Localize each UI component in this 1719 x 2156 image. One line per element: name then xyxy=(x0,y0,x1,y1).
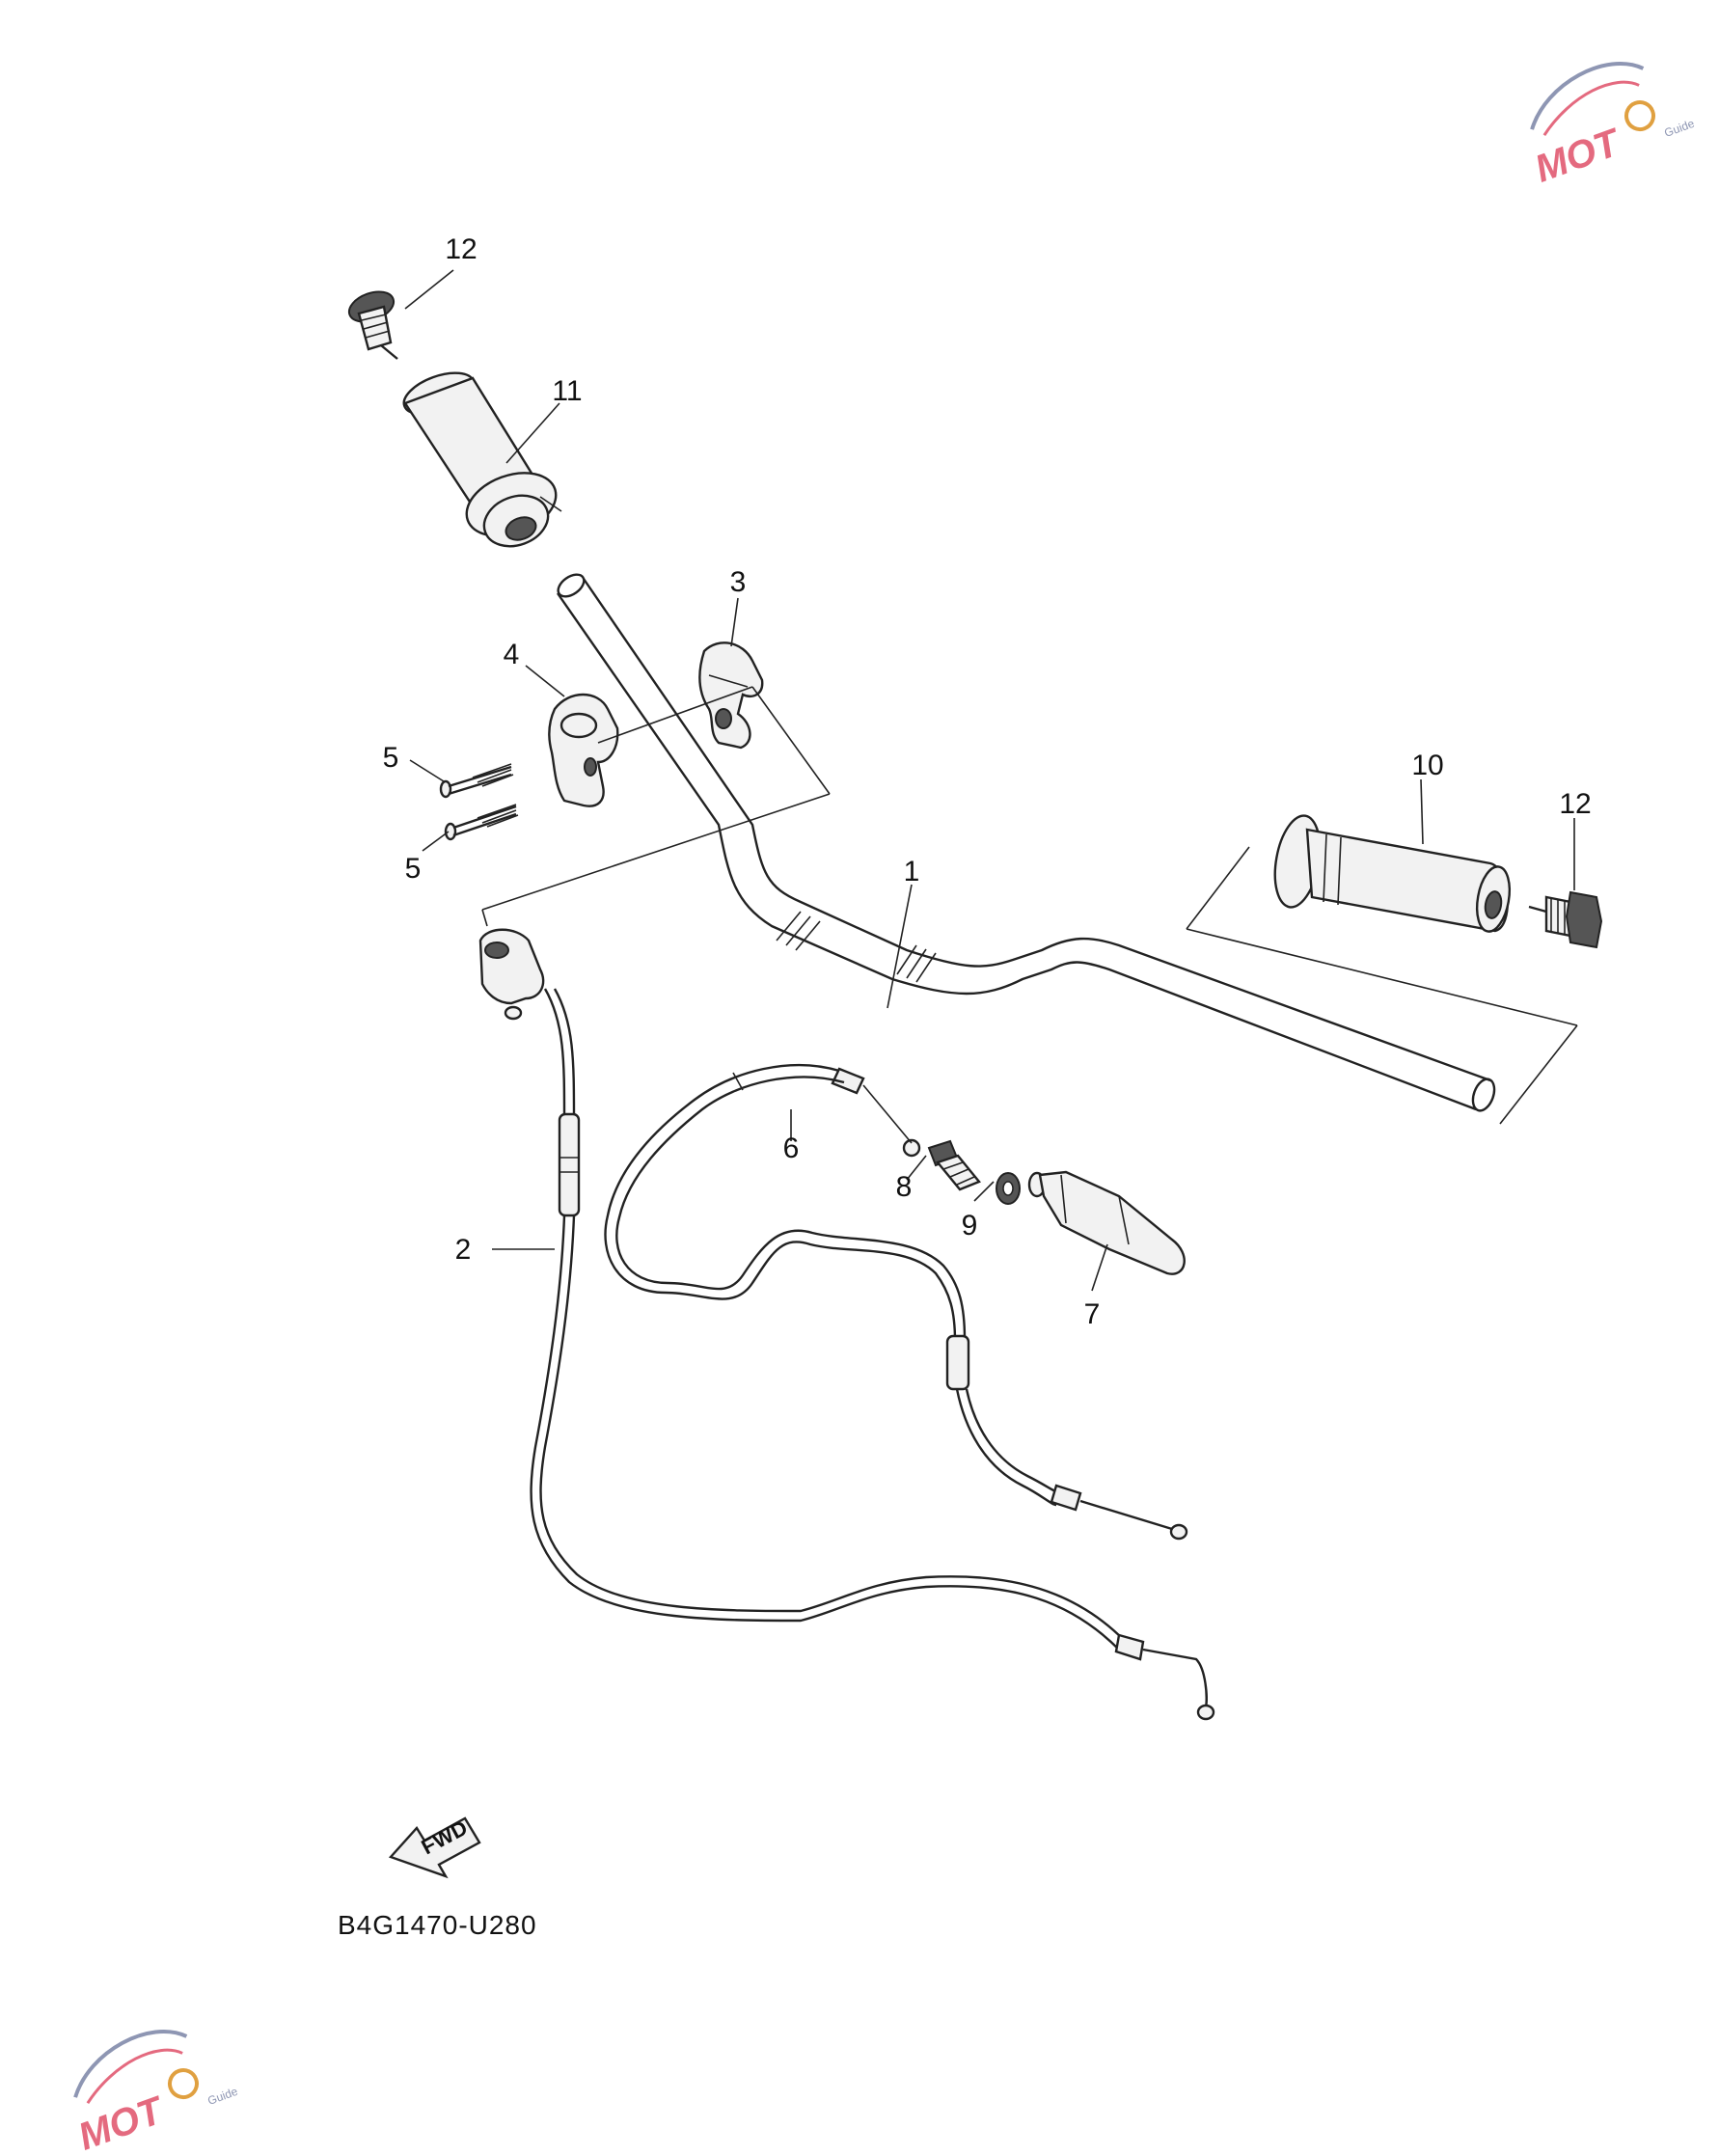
watermark-text: MOT xyxy=(73,2088,172,2156)
callout-leaders xyxy=(404,269,1575,1292)
callout-11: 11 xyxy=(552,375,582,407)
callout-6: 6 xyxy=(783,1133,800,1164)
watermark-text: MOT xyxy=(1530,121,1628,191)
callout-12-right: 12 xyxy=(1559,788,1591,820)
part-10-left-grip xyxy=(1273,814,1512,933)
part-9-nut xyxy=(996,1172,1021,1205)
part-7-lever xyxy=(1027,1170,1186,1275)
watermark-top-right: MOT Guide xyxy=(1530,62,1697,191)
callout-5-lower: 5 xyxy=(405,853,422,885)
callout-3: 3 xyxy=(730,566,747,598)
callout-8: 8 xyxy=(896,1171,913,1203)
gear-icon xyxy=(167,2068,199,2100)
gear-icon xyxy=(1624,100,1655,132)
part-11-throttle-grip xyxy=(402,371,562,548)
part-1-handlebar xyxy=(557,573,1496,1112)
callout-4: 4 xyxy=(504,639,520,670)
part-8-bolt xyxy=(927,1139,981,1191)
part-2-throttle-cable xyxy=(478,928,1215,1721)
callout-5-upper: 5 xyxy=(383,742,399,774)
fwd-arrow-icon: FWD xyxy=(388,1815,481,1879)
callout-numbers: 12 11 3 4 5 5 1 2 6 8 9 7 10 12 xyxy=(383,233,1592,1330)
callout-12-left: 12 xyxy=(445,233,477,265)
part-4-holder xyxy=(548,693,619,807)
watermark-small-text: Guide xyxy=(1662,117,1696,140)
callout-7: 7 xyxy=(1084,1298,1101,1330)
callout-10: 10 xyxy=(1411,750,1443,781)
callout-9: 9 xyxy=(962,1210,978,1242)
callout-1: 1 xyxy=(904,856,920,887)
watermark-bottom-left: MOT Guide xyxy=(73,2030,240,2156)
part-12-grip-end-right xyxy=(1528,890,1603,949)
callout-2: 2 xyxy=(455,1234,472,1266)
part-5-screws xyxy=(439,763,519,841)
part-6-clutch-cable xyxy=(604,1064,1188,1541)
assembly-guide-lines xyxy=(481,686,1578,1125)
part-code: B4G1470-U280 xyxy=(338,1910,537,1940)
watermark-small-text: Guide xyxy=(205,2085,239,2108)
part-12-grip-end-left xyxy=(347,290,398,360)
